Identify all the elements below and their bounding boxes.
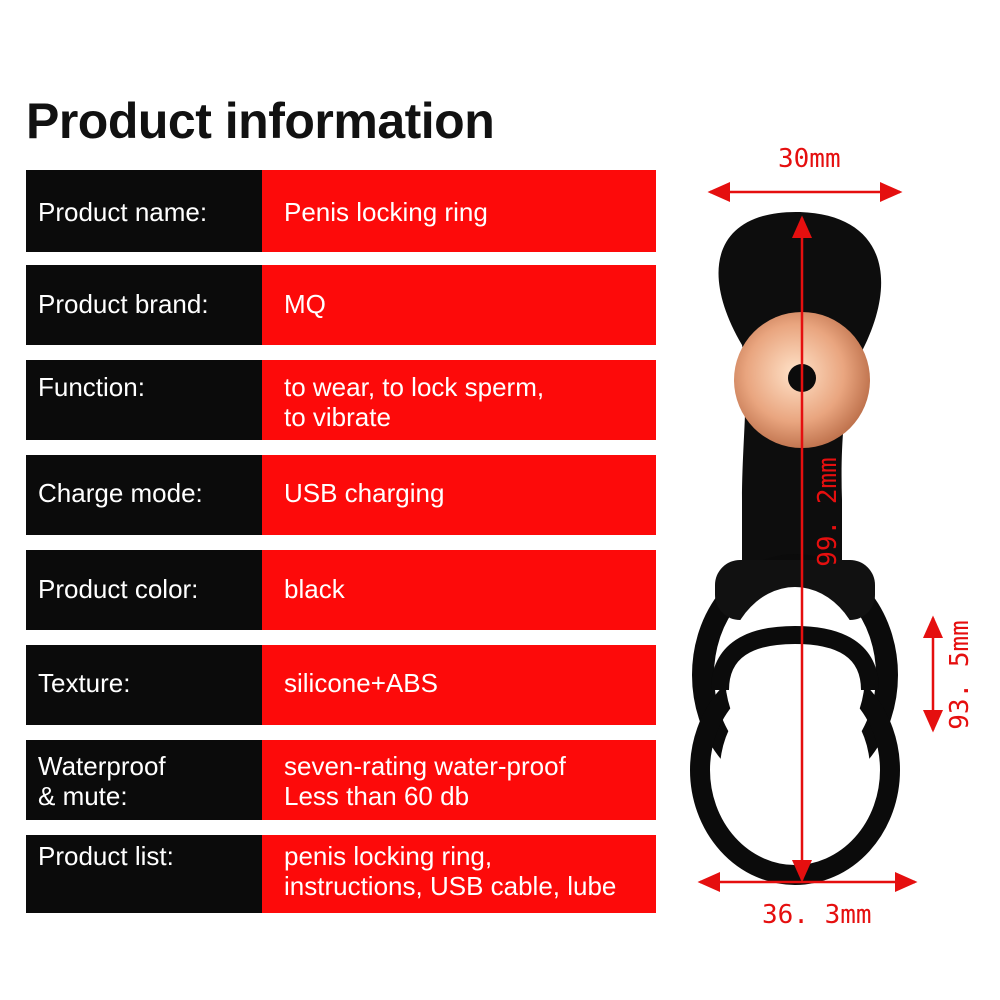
spec-value-text: Penis locking ring bbox=[284, 197, 488, 227]
spec-value: MQ bbox=[262, 265, 656, 345]
spec-row-product-name: Product name: Penis locking ring bbox=[26, 170, 656, 252]
spec-value: to wear, to lock sperm, to vibrate bbox=[262, 360, 656, 440]
spec-row-waterproof: Waterproof & mute: seven-rating water-pr… bbox=[26, 740, 656, 820]
spec-value: seven-rating water-proof Less than 60 db bbox=[262, 740, 656, 820]
spec-value-text: USB charging bbox=[284, 478, 445, 508]
spec-label-text: Product brand: bbox=[38, 289, 209, 319]
spec-label: Texture: bbox=[26, 645, 262, 725]
top-width-label: 30mm bbox=[778, 144, 841, 174]
spec-value-text: to wear, to lock sperm, to vibrate bbox=[284, 372, 545, 432]
bottom-width-label: 36. 3mm bbox=[762, 900, 872, 930]
spec-label-text: Waterproof & mute: bbox=[38, 751, 166, 811]
product-illustration bbox=[690, 182, 943, 892]
ring-height-label: 93. 5mm bbox=[945, 620, 975, 730]
spec-label: Charge mode: bbox=[26, 455, 262, 535]
spec-label: Function: bbox=[26, 360, 262, 440]
spec-label: Product name: bbox=[26, 170, 262, 252]
spec-label: Product brand: bbox=[26, 265, 262, 345]
spec-value: penis locking ring, instructions, USB ca… bbox=[262, 835, 656, 913]
spec-label: Product color: bbox=[26, 550, 262, 630]
spec-value: silicone+ABS bbox=[262, 645, 656, 725]
spec-label-text: Product name: bbox=[38, 197, 208, 227]
spec-row-product-brand: Product brand: MQ bbox=[26, 265, 656, 345]
spec-label-text: Texture: bbox=[38, 668, 131, 698]
spec-value: black bbox=[262, 550, 656, 630]
spec-label: Product list: bbox=[26, 835, 262, 913]
spec-row-product-list: Product list: penis locking ring, instru… bbox=[26, 835, 656, 913]
page-title: Product information bbox=[26, 93, 495, 149]
spec-value-text: penis locking ring, instructions, USB ca… bbox=[284, 841, 617, 901]
product-diagram: 30mm 99. 2mm 93. 5mm 36. 3mm bbox=[660, 130, 1000, 950]
length-label: 99. 2mm bbox=[813, 457, 843, 567]
spec-value: USB charging bbox=[262, 455, 656, 535]
spec-label-text: Function: bbox=[38, 372, 145, 402]
spec-label-text: Product list: bbox=[38, 841, 174, 871]
spec-value-text: MQ bbox=[284, 289, 326, 319]
spec-row-texture: Texture: silicone+ABS bbox=[26, 645, 656, 725]
spec-label: Waterproof & mute: bbox=[26, 740, 262, 820]
spec-value-text: seven-rating water-proof Less than 60 db bbox=[284, 751, 566, 811]
spec-label-text: Charge mode: bbox=[38, 478, 203, 508]
spec-value-text: black bbox=[284, 574, 345, 604]
spec-value: Penis locking ring bbox=[262, 170, 656, 252]
spec-row-function: Function: to wear, to lock sperm, to vib… bbox=[26, 360, 656, 440]
spec-row-product-color: Product color: black bbox=[26, 550, 656, 630]
spec-row-charge-mode: Charge mode: USB charging bbox=[26, 455, 656, 535]
spec-label-text: Product color: bbox=[38, 574, 199, 604]
spec-value-text: silicone+ABS bbox=[284, 668, 438, 698]
